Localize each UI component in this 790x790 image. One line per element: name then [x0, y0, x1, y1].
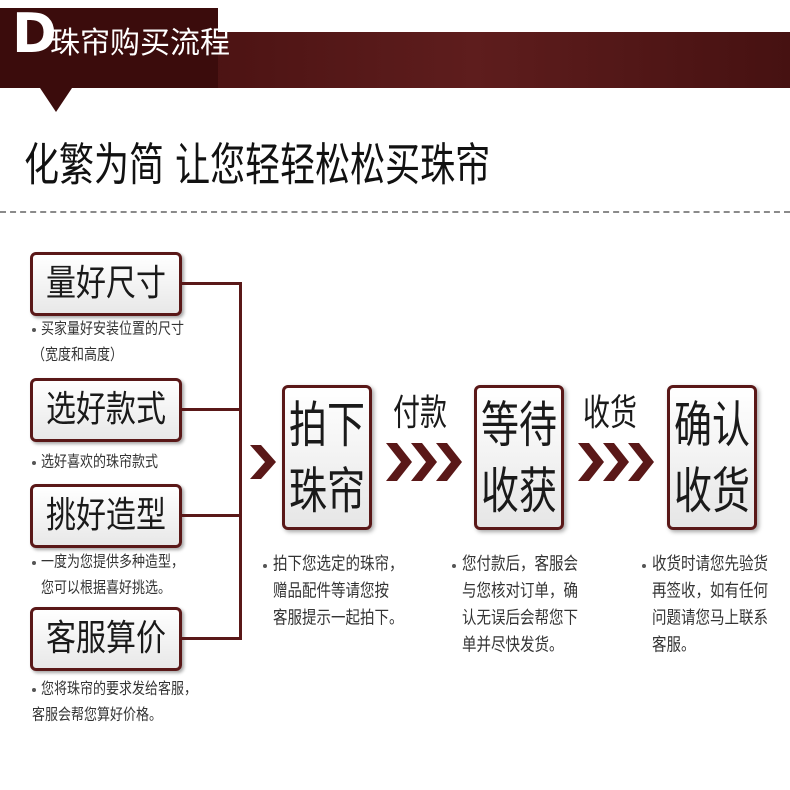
- prep-step-label: 客服算价: [46, 617, 166, 660]
- main-step-wait: 等待 收获: [474, 385, 564, 530]
- note-line: 认无误后会帮您下: [450, 606, 578, 633]
- note-text: 您可以根据喜好挑选。: [41, 579, 172, 598]
- header-title-block: [0, 8, 218, 88]
- prep-step-label: 选好款式: [46, 388, 166, 431]
- main-step-line: 珠帘: [288, 461, 365, 520]
- note-line: （宽度和高度）: [30, 343, 184, 369]
- note-text: 再签收，如有任何: [652, 582, 768, 602]
- note-text: 赠品配件等请您按: [273, 582, 389, 602]
- main-step-note: 拍下您选定的珠帘， 赠品配件等请您按 客服提示一起拍下。: [261, 552, 404, 633]
- note-text: 拍下您选定的珠帘，: [273, 555, 404, 575]
- note-line: 买家量好安装位置的尺寸: [30, 317, 184, 343]
- transition-label-receive: 收货: [583, 392, 637, 435]
- note-line: 赠品配件等请您按: [261, 579, 404, 606]
- note-text: 您付款后，客服会: [462, 555, 578, 575]
- note-line: 收货时请您先验货: [640, 552, 768, 579]
- main-step-note: 收货时请您先验货 再签收，如有任何 问题请您马上联系 客服。: [640, 552, 768, 660]
- prep-step-note: 买家量好安装位置的尺寸 （宽度和高度）: [30, 317, 184, 369]
- prep-step-quote: 客服算价: [30, 607, 182, 671]
- note-line: 单并尽快发货。: [450, 633, 578, 660]
- bullet-dot: [263, 564, 267, 568]
- bullet-dot: [32, 461, 36, 465]
- connector-line: [182, 282, 241, 285]
- bullet-dot: [32, 328, 36, 332]
- note-text: 客服提示一起拍下。: [273, 609, 404, 629]
- prep-step-note: 一度为您提供多种造型， 您可以根据喜好挑选。: [30, 550, 184, 602]
- chevron-shape: [436, 443, 462, 481]
- prep-step-measure: 量好尺寸: [30, 252, 182, 316]
- note-text: 客服会帮您算好价格。: [32, 706, 163, 725]
- chevron-shape: [411, 443, 437, 481]
- triple-chevron-icon: [386, 443, 462, 481]
- note-text: 您将珠帘的要求发给客服，: [41, 680, 198, 699]
- main-step-order: 拍下 珠帘: [282, 385, 372, 530]
- note-text: 单并尽快发货。: [462, 636, 564, 656]
- dashed-divider: [0, 211, 790, 213]
- pointer-triangle-icon: [40, 88, 72, 112]
- note-text: 收货时请您先验货: [652, 555, 768, 575]
- transition-label-pay: 付款: [393, 392, 447, 435]
- note-text: 选好喜欢的珠帘款式: [41, 453, 159, 472]
- chevron-shape: [250, 445, 276, 479]
- note-line: 您付款后，客服会: [450, 552, 578, 579]
- bullet-dot: [32, 688, 36, 692]
- note-text: （宽度和高度）: [32, 346, 124, 365]
- chevron-shape: [578, 443, 604, 481]
- note-line: 与您核对订单，确: [450, 579, 578, 606]
- note-text: 买家量好安装位置的尺寸: [41, 320, 185, 339]
- bullet-dot: [642, 564, 646, 568]
- main-step-line: 收货: [673, 461, 750, 520]
- chevron-shape: [386, 443, 412, 481]
- connector-line: [182, 514, 241, 517]
- prep-step-label: 量好尺寸: [46, 262, 166, 305]
- prep-step-label: 挑好造型: [46, 494, 166, 537]
- note-text: 一度为您提供多种造型，: [41, 553, 185, 572]
- note-text: 客服。: [652, 636, 696, 656]
- note-line: 您可以根据喜好挑选。: [30, 576, 184, 602]
- prep-step-shape: 挑好造型: [30, 484, 182, 548]
- note-text: 认无误后会帮您下: [462, 609, 578, 629]
- note-text: 与您核对订单，确: [462, 582, 578, 602]
- logo-letter: D: [12, 2, 57, 65]
- note-line: 一度为您提供多种造型，: [30, 550, 184, 576]
- prep-step-note: 选好喜欢的珠帘款式: [30, 450, 158, 476]
- chevron-shape: [628, 443, 654, 481]
- main-step-line: 拍下: [288, 395, 365, 454]
- note-line: 再签收，如有任何: [640, 579, 768, 606]
- main-step-note: 您付款后，客服会 与您核对订单，确 认无误后会帮您下 单并尽快发货。: [450, 552, 578, 660]
- prep-step-style: 选好款式: [30, 378, 182, 442]
- note-line: 选好喜欢的珠帘款式: [30, 450, 158, 476]
- note-line: 问题请您马上联系: [640, 606, 768, 633]
- note-line: 客服会帮您算好价格。: [30, 703, 197, 729]
- note-line: 您将珠帘的要求发给客服，: [30, 677, 197, 703]
- main-step-confirm: 确认 收货: [667, 385, 757, 530]
- section-title: 珠帘购买流程: [50, 26, 230, 61]
- note-line: 拍下您选定的珠帘，: [261, 552, 404, 579]
- note-line: 客服。: [640, 633, 768, 660]
- chevron-shape: [603, 443, 629, 481]
- triple-chevron-icon: [578, 443, 654, 481]
- prep-step-note: 您将珠帘的要求发给客服， 客服会帮您算好价格。: [30, 677, 197, 729]
- note-line: 客服提示一起拍下。: [261, 606, 404, 633]
- chevron-right-icon: [250, 445, 276, 479]
- main-step-line: 收获: [480, 461, 557, 520]
- connector-line: [182, 637, 241, 640]
- bullet-dot: [452, 564, 456, 568]
- main-step-line: 等待: [480, 395, 557, 454]
- note-text: 问题请您马上联系: [652, 609, 768, 629]
- page-headline: 化繁为简 让您轻轻松松买珠帘: [24, 140, 491, 192]
- connector-line: [182, 408, 241, 411]
- connector-trunk: [239, 282, 242, 640]
- bullet-dot: [32, 561, 36, 565]
- main-step-line: 确认: [673, 395, 750, 454]
